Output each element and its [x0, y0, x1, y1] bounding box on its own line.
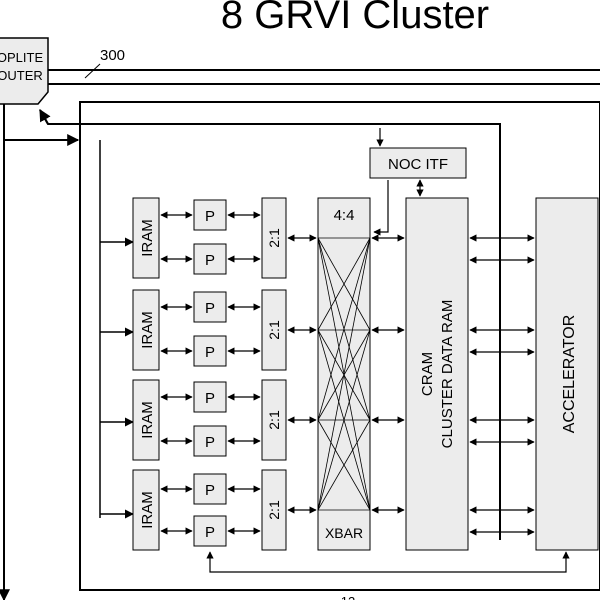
accelerator-label: ACCELERATOR — [561, 315, 578, 434]
group-links — [160, 211, 317, 535]
cluster-boundary — [79, 101, 600, 591]
router-label-1: OPLITE — [0, 50, 43, 65]
reference-number: 300 — [100, 47, 125, 64]
noc-interface-block — [369, 147, 467, 179]
bottom-feedback-link — [206, 551, 570, 573]
processor-block — [193, 291, 227, 323]
iram-bus — [99, 140, 134, 519]
iram-label: IRAM — [139, 311, 156, 349]
cram-full-label: CLUSTER DATA RAM — [439, 300, 456, 449]
processor-label: P — [205, 344, 215, 361]
processor-block — [193, 515, 227, 547]
iram-block — [132, 197, 160, 279]
processor-block — [193, 425, 227, 457]
iram-block — [132, 469, 160, 551]
router-label-2: OUTER — [0, 68, 43, 83]
processor-group-3: IRAM P P 2:1 — [132, 379, 287, 461]
mux-block — [261, 197, 287, 279]
processor-label: P — [205, 390, 215, 407]
processor-group-4: IRAM P P 2:1 — [132, 469, 287, 551]
iram-label: IRAM — [139, 491, 156, 529]
processor-block — [193, 243, 227, 275]
router-block — [0, 37, 49, 105]
processor-label: P — [205, 300, 215, 317]
noc-interface-label: NOC ITF — [388, 156, 448, 173]
router-links — [0, 69, 600, 600]
processor-block — [193, 381, 227, 413]
iram-label: IRAM — [139, 401, 156, 439]
mux-label: 2:1 — [266, 500, 282, 520]
xbar-ratio-label: 4:4 — [334, 207, 355, 224]
processor-label: P — [205, 482, 215, 499]
cram-block — [405, 197, 469, 551]
iram-label: IRAM — [139, 219, 156, 257]
xbar-crossings — [317, 237, 371, 511]
processor-label: P — [205, 524, 215, 541]
xbar-label: XBAR — [325, 525, 363, 541]
diagram-title: 8 GRVI Cluster — [221, 0, 489, 37]
processor-group-2: IRAM P P 2:1 — [132, 289, 287, 371]
xbar-cram-links — [371, 234, 405, 514]
cram-label: CRAM — [419, 352, 436, 396]
mux-label: 2:1 — [266, 320, 282, 340]
iram-block — [132, 379, 160, 461]
processor-group-1: IRAM P P 2:1 — [132, 197, 287, 279]
processor-block — [193, 199, 227, 231]
reference-leader — [84, 63, 101, 79]
processor-block — [193, 473, 227, 505]
iram-block — [132, 289, 160, 371]
mux-block — [261, 469, 287, 551]
figure-number-fragment: 12 — [341, 594, 355, 600]
mux-label: 2:1 — [266, 228, 282, 248]
processor-label: P — [205, 208, 215, 225]
processor-block — [193, 335, 227, 367]
mux-label: 2:1 — [266, 410, 282, 430]
cram-accel-links — [469, 234, 535, 536]
mux-block — [261, 289, 287, 371]
accelerator-block — [535, 197, 599, 551]
noc-links — [373, 128, 424, 236]
processor-label: P — [205, 434, 215, 451]
processor-label: P — [205, 252, 215, 269]
mux-block — [261, 379, 287, 461]
